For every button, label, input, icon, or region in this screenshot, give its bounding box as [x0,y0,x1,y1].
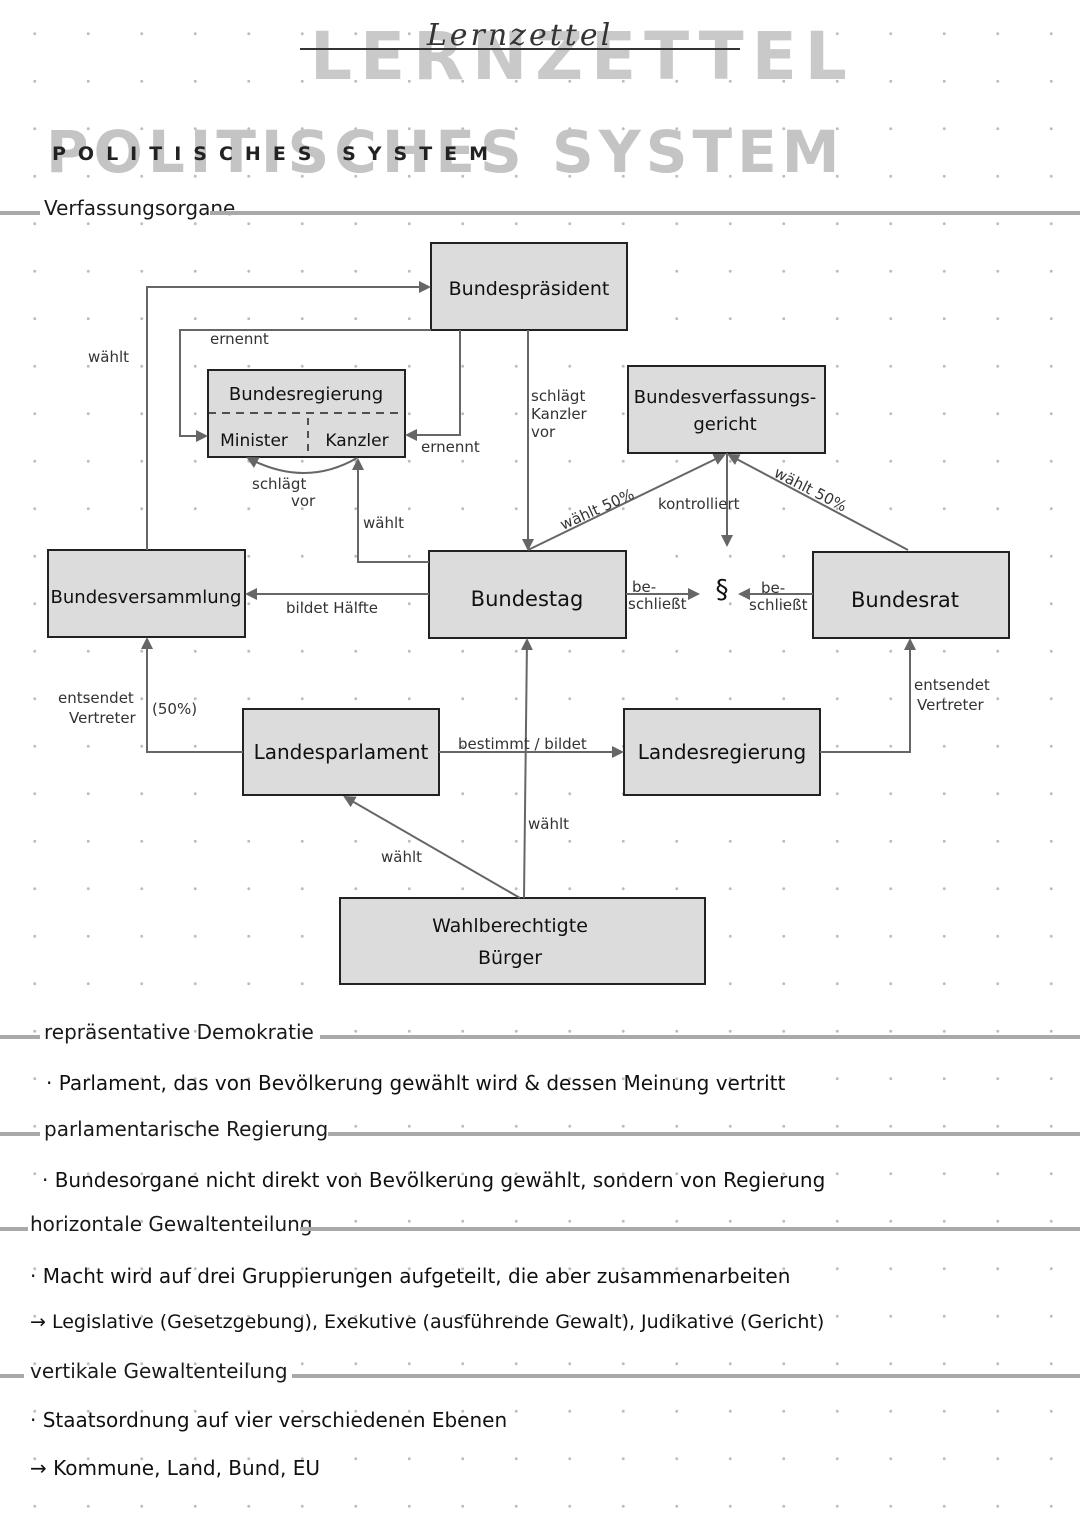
edge-label: schlägt [531,387,585,405]
edge-label: wählt [528,815,569,833]
section-horizontale-gewaltenteilung: horizontale Gewaltenteilung [0,1212,1080,1242]
section-label: parlamentarische Regierung [44,1117,329,1141]
edge-bundesrat-waehlt-bverfg [727,454,909,551]
node-label-minister: Minister [220,431,288,451]
edge-label: kontrolliert [658,495,740,513]
node-label: Bundesverfassungs- [634,387,816,408]
node-bundesverfassungsgericht: Bundesverfassungs- gericht [627,365,826,454]
section-label: Verfassungsorgane [44,196,236,220]
note-line: · Staatsordnung auf vier verschiedenen E… [30,1408,508,1432]
section-repraesentative-demokratie: repräsentative Demokratie [0,1020,1080,1050]
edge-label: entsendet [58,689,134,707]
node-bundespraesident: Bundespräsident [430,242,628,331]
edge-label: ernennt [210,330,269,348]
node-label: Bundesregierung [229,384,383,405]
node-landesparlament: Landesparlament [242,708,440,796]
section-line [320,1035,1080,1039]
node-label-kanzler: Kanzler [325,431,388,451]
edge-label: vor [291,492,316,510]
note-line: → Legislative (Gesetzgebung), Exekutive … [30,1311,825,1333]
edge-label: entsendet [914,676,990,694]
node-label: gericht [693,414,756,435]
edge-landesparlament-entsendet [141,637,243,753]
note-line: · Bundesorgane nicht direkt von Bevölker… [42,1168,826,1192]
edge-label: Kanzler [531,405,588,423]
section-label: repräsentative Demokratie [44,1020,314,1044]
section-line [328,1132,1080,1136]
section-verfassungsorgane: Verfassungsorgane [0,196,1080,226]
node-bundesregierung: Bundesregierung Minister Kanzler [207,369,406,458]
node-label: Bürger [478,947,542,969]
edge-label: wählt [381,848,422,866]
edge-label: bildet Hälfte [286,599,378,617]
edge-label: vor [531,423,556,441]
node-label: Bundestag [471,587,584,611]
header-block-title: LERNZETTEL [310,18,855,95]
section-line [0,211,40,215]
page-title-overlay: POLITISCHES SYSTEM [52,143,501,165]
edge-landesregierung-entsendet [820,638,916,753]
header-strike-line [300,48,740,50]
node-bundesrat: Bundesrat [812,551,1010,639]
edge-label: be- [632,578,656,596]
node-label: Bundesrat [851,588,959,612]
section-line [0,1132,40,1136]
edge-label: bestimmt / bildet [458,735,587,753]
edge-label: wählt [88,348,129,366]
edge-label: Vertreter [917,696,985,714]
edge-label: schließt [628,595,687,613]
section-line [0,1035,40,1039]
header-script-title: Lernzettel [426,18,614,53]
edge-bundestag-waehlt-kanzler [352,458,429,563]
note-line: · Parlament, das von Bevölkerung gewählt… [46,1071,786,1095]
page-title: POLITISCHES SYSTEM [46,118,845,186]
section-line [210,211,1080,215]
edge-label: Vertreter [69,709,137,727]
node-label: Wahlberechtigte [432,915,588,937]
node-label: Landesregierung [638,740,806,764]
edge-label: be- [761,579,785,597]
note-line: · Macht wird auf drei Gruppierungen aufg… [30,1264,791,1288]
node-label: Bundesversammlung [51,587,242,608]
section-label: vertikale Gewaltenteilung [30,1359,288,1383]
edge-label: schlägt [252,475,306,493]
edge-label: wählt 50% [557,485,637,534]
edge-label: wählt 50% [771,464,850,516]
edge-label: ernennt [421,438,480,456]
node-wahlberechtigte-buerger: Wahlberechtigte Bürger [339,897,706,985]
node-bundesversammlung: Bundesversammlung [47,549,246,638]
edge-label: schließt [749,596,808,614]
section-line [300,1227,1080,1231]
edge-bundesversammlung-waehlt-bp [146,281,431,550]
section-line [0,1374,24,1378]
section-label: horizontale Gewaltenteilung [30,1212,313,1236]
edge-label: (50%) [152,700,197,718]
edge-kanzler-schlaegt-minister-vor [246,457,358,474]
edge-buerger-waehlt-landesparlament [343,796,521,899]
node-bundestag: Bundestag [428,550,627,639]
edge-bp-ernennt-minister [179,329,431,442]
section-line [0,1227,28,1231]
node-label: Bundespräsident [449,278,610,300]
note-line: → Kommune, Land, Bund, EU [30,1456,321,1480]
paragraph-symbol: § [716,575,729,605]
verfassungsorgane-diagram: Bundespräsident Bundesregierung Minister… [47,242,1010,985]
node-landesregierung: Landesregierung [623,708,821,796]
edge-label: wählt [363,514,404,532]
section-line [292,1374,1080,1378]
edge-bp-ernennt-kanzler [405,330,461,441]
edge-bundestag-waehlt-bverfg [527,453,726,551]
node-label: Landesparlament [254,740,429,764]
section-parlamentarische-regierung: parlamentarische Regierung [0,1117,1080,1147]
edge-buerger-waehlt-bundestag [520,638,533,899]
section-vertikale-gewaltenteilung: vertikale Gewaltenteilung [0,1359,1080,1389]
